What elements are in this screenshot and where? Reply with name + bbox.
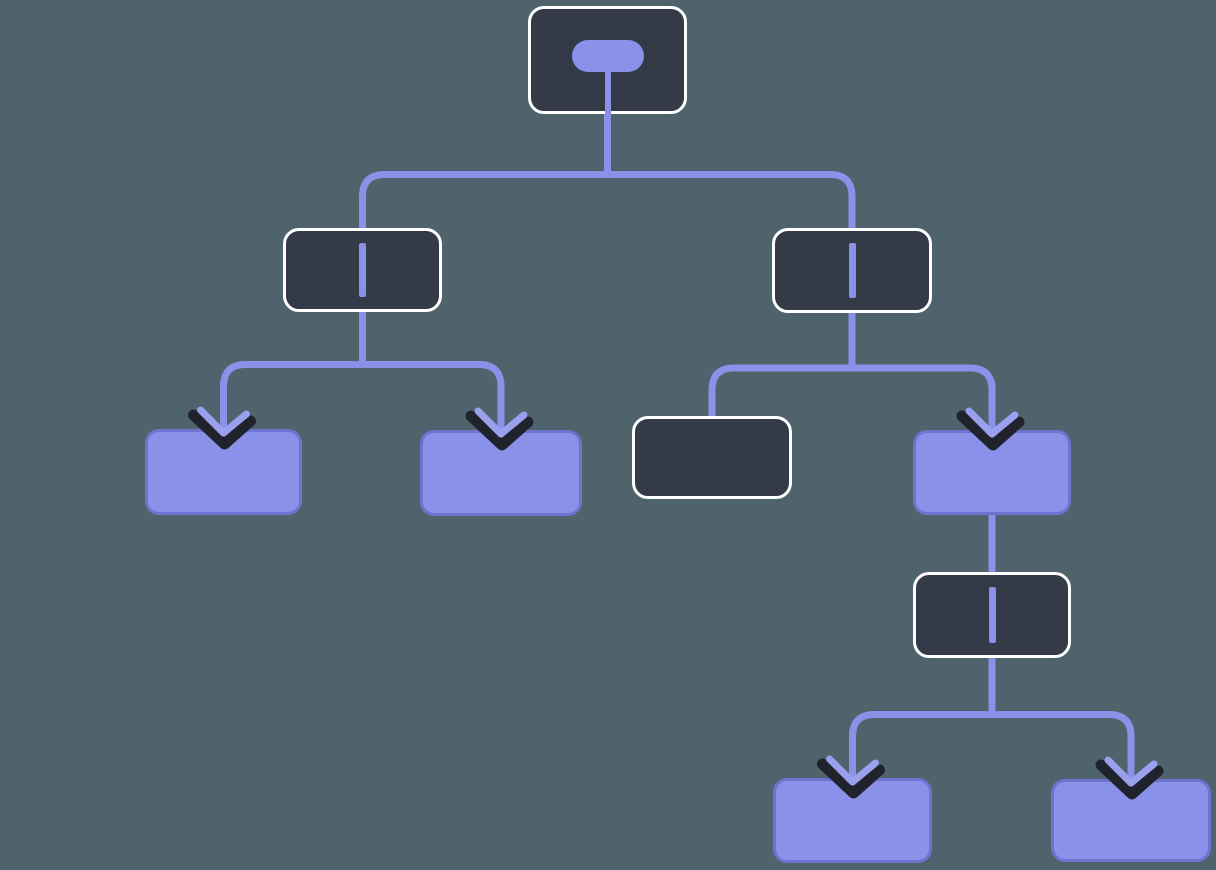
node-branch-right[interactable] xyxy=(772,228,932,313)
node-leaf-left-1[interactable] xyxy=(145,429,302,515)
node-leaf-left-2[interactable] xyxy=(420,430,582,516)
node-divider-line xyxy=(988,587,996,643)
node-branch-left[interactable] xyxy=(283,228,442,312)
node-branch-bottom[interactable] xyxy=(913,572,1071,658)
node-leaf-bottom-1[interactable] xyxy=(773,778,932,863)
node-mid-purple[interactable] xyxy=(913,430,1071,515)
node-divider-line xyxy=(848,243,856,298)
pill-stem xyxy=(604,67,611,115)
node-mid-dark-leaf[interactable] xyxy=(632,416,792,499)
node-leaf-bottom-2[interactable] xyxy=(1051,779,1211,862)
pill-shape xyxy=(571,40,644,72)
node-divider-line xyxy=(359,243,366,297)
node-root[interactable] xyxy=(528,6,687,115)
